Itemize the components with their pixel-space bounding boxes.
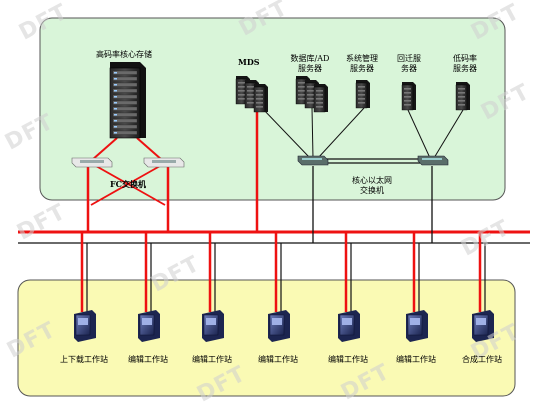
workstation-icon	[472, 310, 494, 342]
workstation-icon	[138, 310, 160, 342]
workstation-icon	[338, 310, 360, 342]
storage-fc-link-right	[136, 137, 163, 161]
migrate-server-icon	[401, 82, 416, 111]
mds-server-icon	[235, 76, 268, 113]
server-label-db-ad: 数据库/AD服务器	[290, 54, 330, 73]
core-storage-label: 高码率核心存储	[96, 50, 152, 59]
workstation-label: 上下载工作站	[60, 355, 108, 364]
storage-fc-link-left	[91, 137, 118, 161]
server-label-sysmgmt: 系统管理服务器	[346, 54, 378, 73]
mds-eth-link	[261, 107, 311, 159]
fc-switch-label: FC交换机	[110, 179, 147, 189]
server-label-migrate: 回迁服务器	[397, 54, 421, 73]
lowbit-eth-link	[433, 109, 464, 159]
fc-switch-left-icon	[71, 157, 113, 168]
ethernet-switch-right-icon	[417, 155, 449, 166]
workstation-label: 编辑工作站	[328, 355, 368, 364]
fc-cross-link-a	[95, 165, 166, 206]
db-ad-server-icon	[295, 76, 328, 113]
db-eth-link	[311, 107, 314, 159]
server-label-mds: MDS	[238, 57, 260, 67]
server-label-lowbit: 低码率服务器	[453, 54, 477, 73]
ethernet-switch-left-icon	[297, 155, 329, 166]
workstation-label: 编辑工作站	[258, 355, 298, 364]
workstation-drops	[80, 232, 486, 312]
workstation-label: 编辑工作站	[396, 355, 436, 364]
fc-switch-right-icon	[143, 157, 185, 168]
workstation-icon	[406, 310, 428, 342]
ethernet-switch-label: 核心以太网交换机	[352, 176, 392, 195]
migrate-eth-link	[407, 109, 431, 159]
core-storage-rack-icon	[109, 62, 146, 139]
lowbit-server-icon	[455, 82, 470, 111]
fc-cross-link-b	[90, 165, 161, 206]
workstation-label: 合成工作站	[462, 355, 502, 364]
workstation-label: 编辑工作站	[128, 355, 168, 364]
sysmgmt-eth-link	[317, 107, 365, 159]
workstation-icon	[268, 310, 290, 342]
workstation-icon	[202, 310, 224, 342]
workstation-zone-panel	[17, 279, 516, 397]
workstation-label: 编辑工作站	[192, 355, 232, 364]
workstation-icon	[74, 310, 96, 342]
sysmgmt-server-icon	[355, 80, 370, 109]
